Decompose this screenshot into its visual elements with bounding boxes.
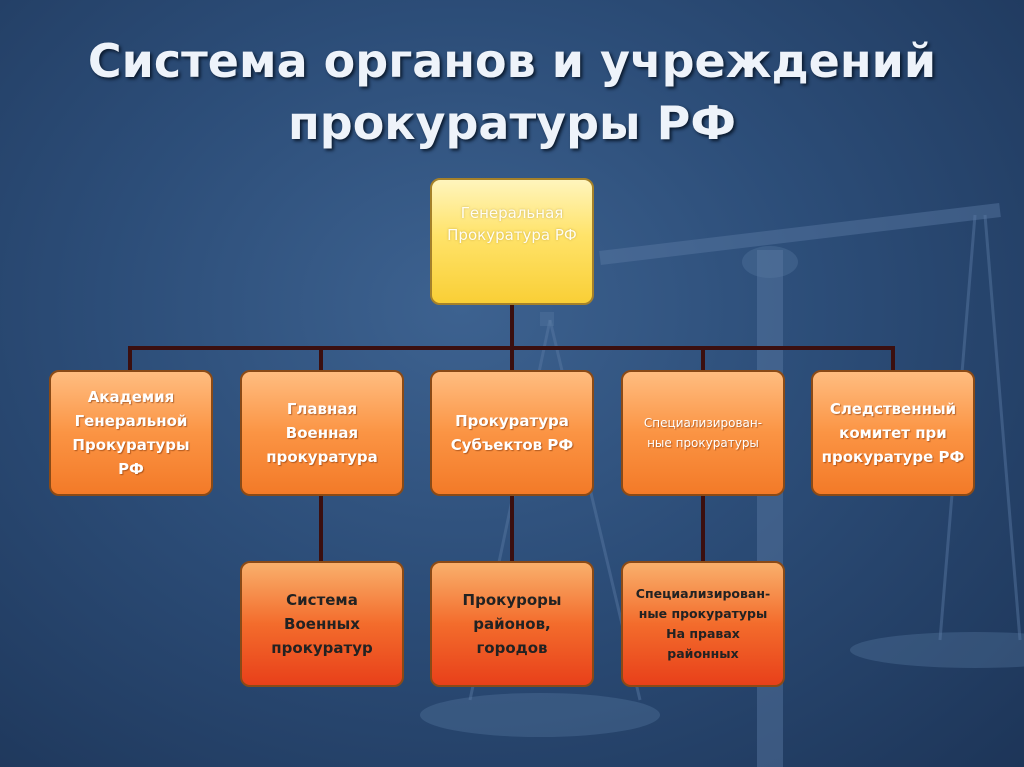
box-text-line: Следственный bbox=[822, 397, 965, 421]
box-text-line: комитет при bbox=[822, 421, 965, 445]
box-investigative-committee: Следственный комитет при прокуратуре РФ bbox=[811, 370, 975, 496]
box-text-line: Прокуратура bbox=[451, 409, 573, 433]
box-text-line: Академия bbox=[57, 385, 205, 409]
box-text-line: Главная bbox=[266, 397, 378, 421]
box-specialized-district-prosecution: Специализирован- ные прокуратуры На прав… bbox=[621, 561, 785, 687]
box-text-line: районных bbox=[636, 644, 770, 664]
box-text-line: прокуратура bbox=[266, 445, 378, 469]
box-text-line: На правах bbox=[636, 624, 770, 644]
box-text-line: Военных bbox=[271, 612, 372, 636]
box-subject-prosecution: Прокуратура Субъектов РФ bbox=[430, 370, 594, 496]
box-text-line: Прокуроры bbox=[463, 588, 562, 612]
box-text-line: городов bbox=[463, 636, 562, 660]
box-text-line: Прокуратуры РФ bbox=[57, 433, 205, 481]
box-text-line: ные прокуратуры bbox=[636, 604, 770, 624]
box-district-prosecutors: Прокуроры районов, городов bbox=[430, 561, 594, 687]
box-text-line: Генеральная bbox=[447, 202, 577, 224]
box-text-line: Генеральной bbox=[57, 409, 205, 433]
box-text-line: Прокуратура РФ bbox=[447, 224, 577, 246]
box-text-line: районов, bbox=[463, 612, 562, 636]
box-text-line: Специализирован- bbox=[636, 584, 770, 604]
box-general-prosecutor-office: Генеральная Прокуратура РФ bbox=[430, 178, 594, 305]
box-text-line: Специализирован- bbox=[644, 413, 762, 433]
box-text-line: прокуратур bbox=[271, 636, 372, 660]
box-text-line: Субъектов РФ bbox=[451, 433, 573, 457]
box-text-line: Система bbox=[271, 588, 372, 612]
box-text-line: ные прокуратуры bbox=[644, 433, 762, 453]
box-academy: Академия Генеральной Прокуратуры РФ bbox=[49, 370, 213, 496]
box-main-military-prosecution: Главная Военная прокуратура bbox=[240, 370, 404, 496]
box-military-prosecution-system: Система Военных прокуратур bbox=[240, 561, 404, 687]
box-specialized-prosecution: Специализирован- ные прокуратуры bbox=[621, 370, 785, 496]
box-text-line: Военная bbox=[266, 421, 378, 445]
box-text-line: прокуратуре РФ bbox=[822, 445, 965, 469]
